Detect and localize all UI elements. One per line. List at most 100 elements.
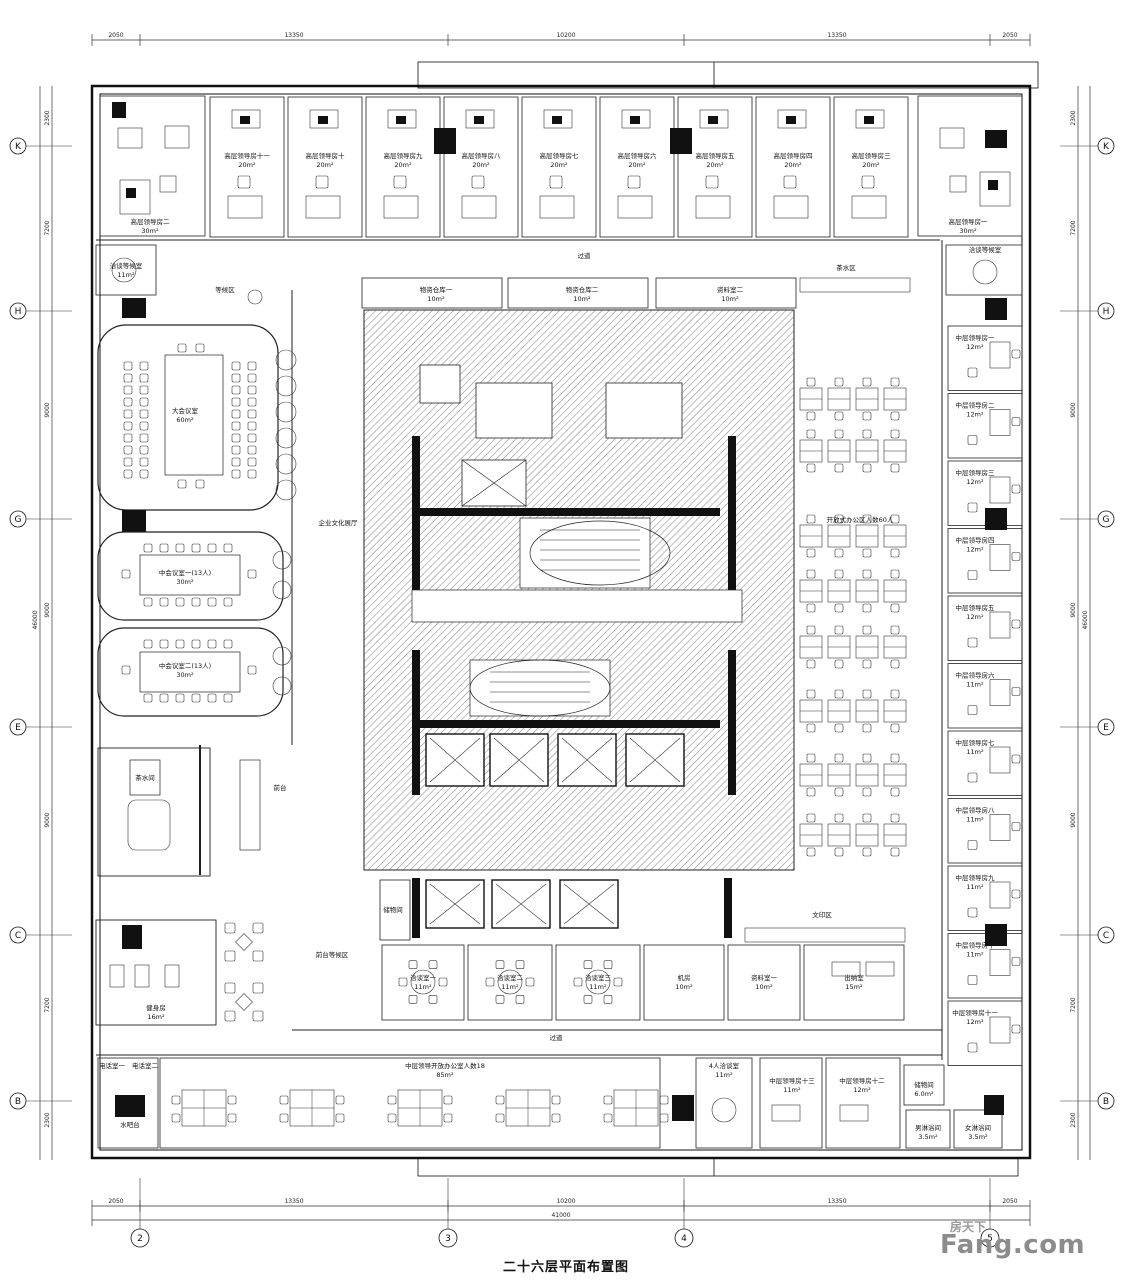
central-core (363, 309, 795, 938)
chair (862, 813, 872, 823)
phone-room2-label: 电话室二 (132, 1061, 159, 1070)
chair (224, 922, 236, 934)
chair (834, 548, 844, 558)
bottom-row: 电话室一 电话室二 水吧台 中层领导开放办公室人数18 85m² 4人洽谈室 1… (97, 1057, 1004, 1149)
chair (1011, 822, 1021, 831)
chair (862, 689, 872, 699)
executive-room-name: 高层领导房十一 (224, 151, 270, 160)
chair (862, 625, 872, 635)
chair (123, 385, 133, 395)
chair (834, 411, 844, 421)
chair (408, 995, 418, 1004)
right-dimension-label: 2300 (1070, 1112, 1077, 1127)
executive-room-name: 高层领导房七 (540, 151, 580, 160)
manager-room-area: 11m² (966, 951, 984, 959)
bottom-total-dimension: 41000 (551, 1212, 570, 1219)
south-room-area: 10m² (675, 983, 693, 991)
top-dimension-label: 2050 (108, 32, 123, 39)
chair (862, 659, 872, 669)
chair (139, 409, 149, 419)
chair (139, 433, 149, 443)
chair (207, 597, 217, 607)
mgr12-name: 中层领导房十二 (839, 1076, 885, 1085)
water-bar-label: 水吧台 (120, 1120, 140, 1129)
chair (890, 625, 900, 635)
mid-meeting1-chairs (121, 543, 292, 607)
south-room-name: 资料室一 (751, 973, 778, 982)
chair (862, 429, 872, 439)
chair (175, 543, 185, 553)
chair (967, 570, 978, 580)
manager-room-name: 中层领导房七 (956, 738, 996, 747)
chair (967, 1042, 978, 1053)
storage-room-area: 10m² (721, 295, 739, 303)
chair (191, 693, 201, 703)
chair (231, 385, 241, 395)
chair (408, 960, 418, 969)
grid-row-label-left: B (15, 1097, 21, 1107)
chair (224, 982, 236, 994)
reception-small-name: 洽谈等候室 (110, 261, 143, 270)
chair (443, 1095, 453, 1105)
chair (231, 397, 241, 407)
chair (967, 705, 978, 715)
chair (515, 995, 525, 1004)
chair (967, 772, 978, 783)
chair (252, 1010, 264, 1022)
chair (123, 421, 133, 431)
chair (175, 693, 185, 703)
manager-room-name: 中层领导房一 (956, 333, 996, 342)
chair (231, 373, 241, 383)
executive-room-area: 20m² (628, 161, 646, 169)
chair (143, 597, 153, 607)
executive-room-area: 20m² (316, 161, 334, 169)
chair (247, 457, 257, 467)
right-dimension-label: 9000 (1070, 812, 1077, 827)
chair (834, 813, 844, 823)
chair (806, 603, 816, 613)
chair (834, 463, 844, 473)
chair (159, 693, 169, 703)
chair (247, 397, 257, 407)
executive-room-area: 20m² (862, 161, 880, 169)
executive-room-area: 20m² (238, 161, 256, 169)
female-bath-name: 女淋浴间 (965, 1123, 991, 1132)
left-dimension-label: 2300 (44, 110, 51, 125)
mid-meeting1-name: 中会议室一(13人) (159, 568, 211, 577)
chair (806, 514, 816, 524)
executive-room-name: 高层领导房五 (696, 151, 736, 160)
chair (175, 639, 185, 649)
big-meeting-chairs (123, 343, 257, 489)
corner-room-left: 高层领导房二 30m² (99, 95, 206, 237)
chair (613, 977, 623, 987)
manager-room-name: 中层领导房三 (956, 468, 996, 477)
chair (705, 175, 719, 189)
chair (890, 847, 900, 857)
left-dimension-label: 9000 (44, 602, 51, 617)
chair (862, 753, 872, 763)
side-seat (275, 349, 297, 371)
executive-room-name: 高层领导房十 (306, 151, 346, 160)
side-seat (275, 479, 297, 501)
chair (890, 429, 900, 439)
chair (438, 977, 448, 987)
bottom-dimension-label: 13350 (827, 1198, 846, 1205)
south-room-name: 洽谈室三 (585, 973, 612, 982)
mid-meeting2-area: 30m² (176, 671, 194, 679)
chair (139, 421, 149, 431)
tea-room-label: 茶水间 (135, 773, 155, 782)
chair (279, 1095, 289, 1105)
chair (207, 639, 217, 649)
chair (890, 689, 900, 699)
chair (1011, 957, 1021, 966)
chair (398, 977, 408, 987)
